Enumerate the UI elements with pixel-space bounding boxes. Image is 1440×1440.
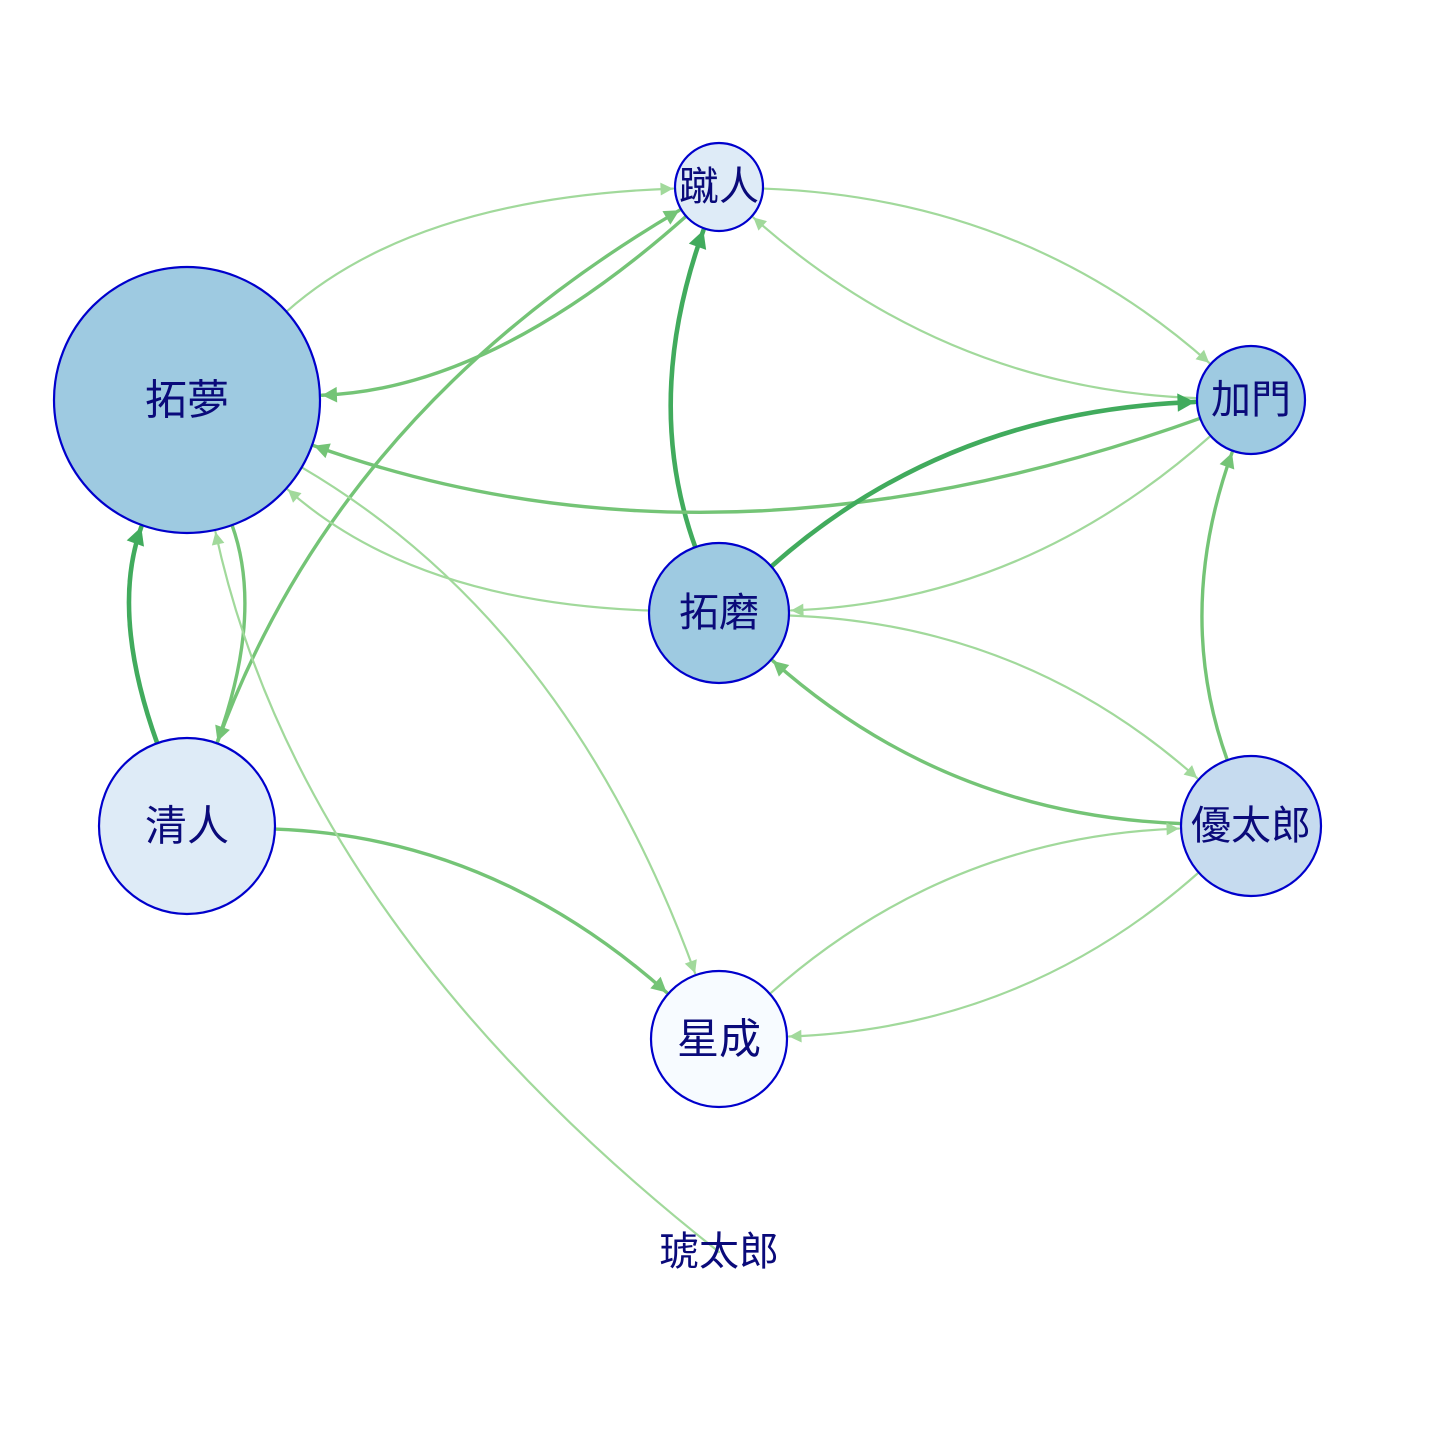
edge-line (787, 871, 1200, 1038)
edge-yutaro-to-seina (787, 871, 1200, 1043)
node-circle (52, 265, 322, 535)
node-takumu: 拓夢 (52, 265, 322, 535)
node-takuma: 拓磨 (647, 541, 791, 685)
arrowhead (1219, 452, 1235, 470)
arrowhead (215, 724, 230, 742)
edge-takumu-to-kiyoto (215, 523, 247, 744)
edge-kiyoto-to-kakuto (215, 208, 682, 745)
node-kotaro: 琥太郎 (659, 1229, 779, 1275)
arrowhead (684, 959, 697, 974)
edge-line (668, 227, 706, 550)
node-circle (673, 141, 765, 233)
edge-kiyoto-to-seina (273, 827, 669, 995)
node-kiyoto: 清人 (97, 736, 277, 916)
node-label: 拓磨 (679, 590, 759, 636)
edge-line (761, 187, 1211, 364)
arrowhead (314, 443, 331, 459)
edge-yutaro-to-takuma (771, 659, 1183, 826)
arrowhead (321, 386, 338, 403)
edge-takumu-to-kakuto (285, 182, 675, 313)
edge-kakuto-to-takumu (320, 214, 688, 403)
arrowhead (1166, 822, 1180, 836)
arrowhead (790, 603, 804, 617)
edge-line (300, 466, 697, 975)
edge-line (215, 523, 247, 744)
edge-line (768, 827, 1181, 995)
arrowhead (1177, 393, 1196, 412)
node-label: 拓夢 (145, 376, 229, 425)
edges-layer (126, 182, 1235, 1254)
edge-line (273, 827, 669, 995)
node-label: 星成 (677, 1015, 761, 1064)
node-kakuto: 蹴人 (673, 141, 765, 233)
node-label: 琥太郎 (659, 1229, 779, 1275)
arrowhead (662, 210, 680, 225)
arrowhead (753, 217, 767, 231)
node-label: 加門 (1211, 377, 1291, 423)
edge-line (286, 488, 651, 612)
node-circle (97, 736, 277, 916)
arrowhead (1183, 765, 1198, 779)
edge-line (215, 208, 682, 745)
edge-seina-to-yutaro (768, 822, 1181, 995)
node-yutaro: 優太郎 (1179, 754, 1323, 898)
node-seina: 星成 (649, 969, 789, 1109)
node-circle (1179, 754, 1323, 898)
edge-kamon-to-kakuto (752, 216, 1199, 400)
edge-line (752, 216, 1199, 400)
edge-takuma-to-kamon (769, 393, 1198, 569)
edge-line (312, 416, 1202, 515)
edge-kamon-to-takuma (789, 434, 1212, 617)
edge-line (1200, 450, 1234, 762)
arrowhead (126, 527, 145, 547)
edge-line (771, 659, 1183, 826)
edge-takumu-to-seina (300, 466, 697, 975)
node-kamon: 加門 (1195, 344, 1307, 456)
node-label: 蹴人 (679, 164, 759, 210)
node-label: 優太郎 (1191, 803, 1311, 849)
edge-kamon-to-takumu (312, 416, 1202, 515)
edge-line (214, 530, 721, 1254)
arrowhead (772, 660, 790, 677)
edge-line (126, 524, 160, 746)
arrowhead (660, 182, 674, 196)
edge-line (787, 614, 1199, 780)
edge-takuma-to-kakuto (668, 227, 707, 550)
node-label: 清人 (145, 802, 229, 851)
edge-takuma-to-takumu (286, 488, 651, 612)
edge-kotaro-to-takumu (211, 530, 721, 1254)
edge-takuma-to-yutaro (787, 614, 1199, 780)
edge-line (285, 187, 675, 313)
arrowhead (788, 1029, 802, 1043)
edge-kiyoto-to-takumu (126, 524, 160, 746)
edge-kakuto-to-kamon (761, 187, 1211, 364)
node-circle (649, 969, 789, 1109)
edge-line (320, 214, 688, 397)
arrowhead (1195, 349, 1210, 363)
node-circle (647, 541, 791, 685)
arrowhead (287, 489, 302, 503)
edge-line (769, 399, 1198, 569)
arrowhead (211, 531, 225, 546)
arrowhead (650, 976, 667, 993)
edge-line (789, 434, 1212, 612)
edge-yutaro-to-kamon (1200, 450, 1235, 762)
arrowhead (688, 230, 707, 250)
node-circle (1195, 344, 1307, 456)
